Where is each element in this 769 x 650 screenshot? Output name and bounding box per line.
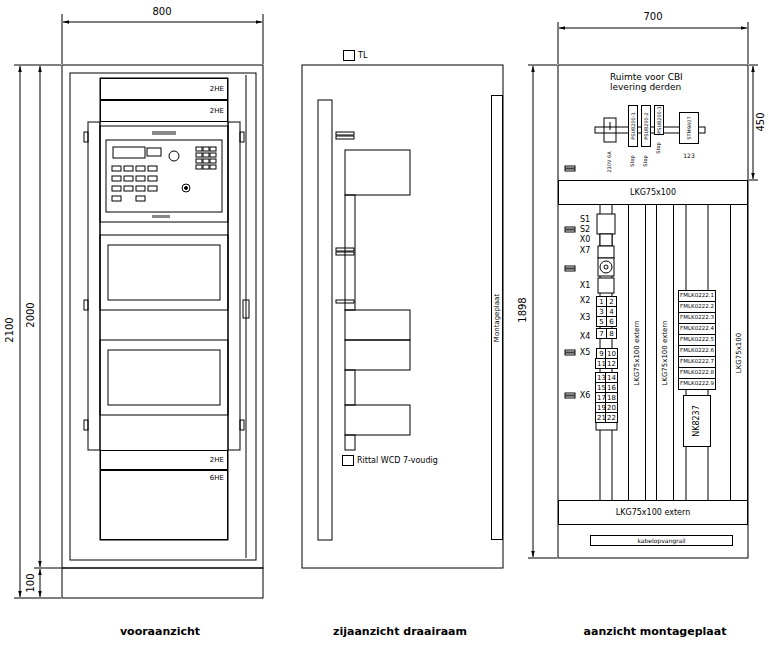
node-text: 4 [609,308,613,315]
part-label: X6 [580,391,591,400]
node-text: 12 [607,360,616,367]
view-title: vooraanzicht [120,626,200,639]
node-text: Rittal WCD 7-voudig [357,457,438,465]
node-text: PSU8200-1 [631,112,636,140]
part-label: X4 [580,332,591,341]
node-text: FMLK0222.6 [680,348,714,354]
node-text: 2HE [210,457,224,464]
node-text: 20 [607,404,616,411]
part-label: Stop [656,142,662,153]
node-text: NK8237 [693,405,701,437]
node-text: FMLK0222.9 [680,381,714,387]
part-label: S1 [580,215,590,224]
node-text: 2HE [210,108,224,115]
mounting-plate: Montageplaat [491,95,503,540]
power-supply: PSU8200-1 [628,105,638,147]
node-text: 2 [609,298,613,305]
part-label: Stop [630,155,636,166]
node-text: LKG75x100 [736,332,743,372]
terminal: 12 [605,358,618,369]
view-title: zijaanzicht draairaam [333,626,467,639]
power-supply: PSU8200-3 [654,105,664,135]
node-text: LKG75x100 extern [634,320,641,385]
part-label: X0 [580,235,591,244]
terminal: 8 [606,328,617,339]
dimension-value: 700 [643,11,662,23]
node-text: FMLK0222.3 [680,315,714,321]
cable-duct: LKG75x100 extern [656,204,674,501]
rack-unit: 2HE [100,100,228,122]
rack-unit: 2HE [100,450,228,470]
node-text: LKG75x100 extern [616,509,690,517]
cable-duct: LKG75x100 [730,204,748,501]
dimension-value: 1898 [517,297,529,322]
node-text: FMLK0222.8 [680,370,714,376]
node-text: kabelopvangrail [637,538,685,544]
cable-rail: kabelopvangrail [590,535,733,546]
power-supply: PSU8200-2 [641,105,651,147]
node-text: LKG75x100 [630,189,676,197]
node-text: 18 [607,394,616,401]
node-text: PSU8200-2 [644,112,649,140]
node-text: FMLK0222.7 [680,359,714,365]
fan-box: TL [343,50,355,61]
rack-unit: 2HE [100,78,228,100]
node-text: 6 [609,318,613,325]
node-text: 5 [599,318,603,325]
module-box: NK8237 [683,395,711,447]
part-label: X1 [580,281,591,290]
part-label: X7 [580,246,591,255]
part-label: X2 [580,296,591,305]
node-text: 10 [607,350,616,357]
node-text: LKG75x100 extern [662,320,669,385]
node-text: 16 [607,384,616,391]
module-box: 5TM9407 [679,112,699,144]
node-text: 8 [609,330,613,337]
part-label: Ruimte voor CBI levering derden [610,72,706,93]
node-text: 1 [599,298,603,305]
dimension-value: 450 [755,112,767,131]
socket-strip: Rittal WCD 7-voudig [342,455,354,466]
node-text: 2HE [210,86,224,93]
part-label: 230V 6A [607,151,613,172]
cable-duct: LKG75x100 extern [558,500,748,525]
part-label: S2 [580,225,590,234]
dimension-value: 2100 [4,317,16,342]
node-text: PSU8200-3 [657,106,662,134]
node-text: FMLK0222.5 [680,337,714,343]
node-text: FMLK0222.1 [680,293,714,299]
node-text: 7 [599,330,603,337]
node-text: 6HE [210,475,224,482]
dimension-value: 2000 [25,302,37,327]
node-text: 14 [607,374,616,381]
node-text: 3 [599,308,603,315]
part-label: X5 [580,348,591,357]
part-label: 123 [683,153,694,160]
view-title: aanzicht montageplaat [584,626,727,639]
cable-duct: LKG75x100 extern [628,204,646,501]
node-text: TL [358,52,367,60]
dimension-value: 100 [25,573,37,592]
cable-duct: LKG75x100 [558,180,748,205]
node-text: FMLK0222.2 [680,304,714,310]
relay-module: FMLK0222.9 [678,378,716,390]
terminal: 6 [606,316,617,327]
rack-unit: 6HE [100,470,228,540]
terminal: 22 [605,412,618,423]
part-label: X3 [580,313,591,322]
node-text: 5TM9407 [687,116,692,139]
dimension-value: 800 [152,6,171,18]
node-text: Montageplaat [494,293,501,341]
node-text: FMLK0222.4 [680,326,714,332]
node-text: 22 [607,414,616,421]
part-label: Stop [643,155,649,166]
node-text: 9 [599,350,603,357]
